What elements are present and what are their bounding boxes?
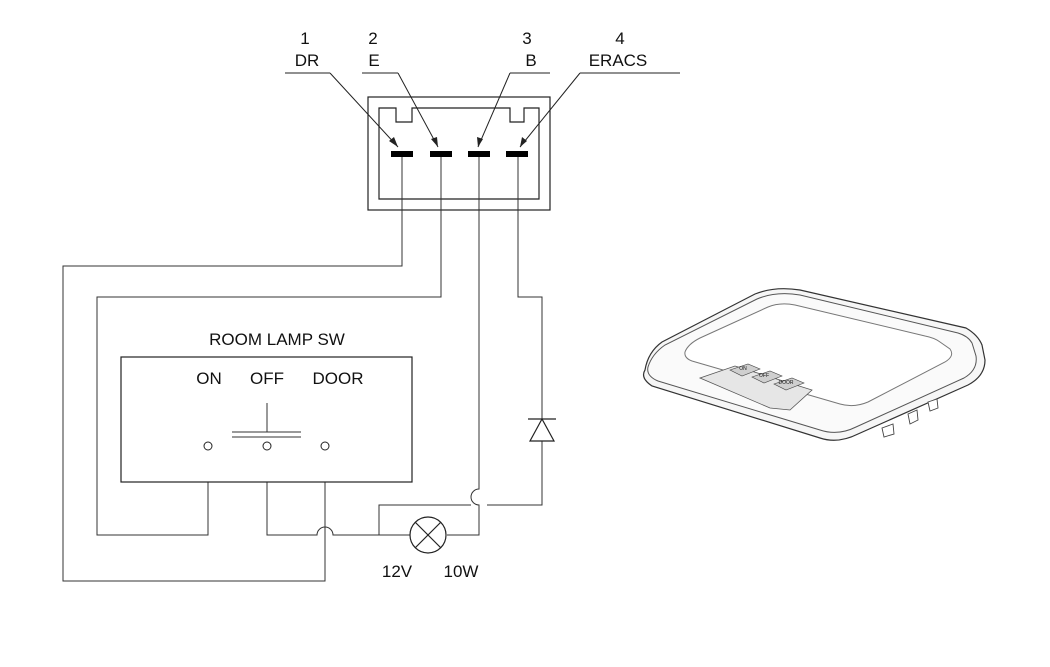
lamp-button-label-door: DOOR xyxy=(779,380,794,386)
connector-terminals xyxy=(391,151,528,157)
room-lamp-illustration: ON OFF DOOR xyxy=(642,288,986,441)
connector-housing xyxy=(367,96,551,211)
pin-1-label: DR xyxy=(295,51,320,70)
arrow-dr xyxy=(389,137,398,147)
lamp-button-on xyxy=(729,363,761,377)
lamp-wattage: 10W xyxy=(444,562,479,581)
switch-position-on: ON xyxy=(196,369,222,388)
leader-dr xyxy=(329,72,399,148)
wire-off xyxy=(266,450,410,536)
lamp-clip-2 xyxy=(907,409,919,425)
wire-dr xyxy=(62,157,403,582)
switch-position-off: OFF xyxy=(250,369,284,388)
wire-b xyxy=(447,157,480,536)
terminal-e xyxy=(430,151,452,157)
lamp-symbol xyxy=(409,516,447,554)
wire-diode-out xyxy=(487,441,543,506)
connector-outer xyxy=(367,96,551,211)
terminal-eracs xyxy=(506,151,528,157)
lamp-mounting-clips xyxy=(881,398,939,438)
pin-leader-lines xyxy=(285,72,680,148)
terminal-on xyxy=(203,441,213,451)
lamp-button-label-on: ON xyxy=(739,366,747,372)
arrow-eracs xyxy=(520,137,527,147)
pin-4-label: ERACS xyxy=(589,51,648,70)
diode xyxy=(528,417,556,442)
lamp-clip-1 xyxy=(881,423,895,438)
switch-title: ROOM LAMP SW xyxy=(209,330,345,349)
lamp-cross-b xyxy=(414,521,442,549)
switch-contact xyxy=(232,403,301,438)
leader-e xyxy=(397,72,439,148)
wire-eracs xyxy=(517,157,543,419)
leader-b xyxy=(477,72,511,148)
pin-1-number: 1 xyxy=(300,29,309,48)
lamp-switch-buttons xyxy=(729,363,805,391)
pin-4-number: 4 xyxy=(615,29,624,48)
connector-inner xyxy=(378,107,540,200)
pin-3-label: B xyxy=(525,51,536,70)
lamp-switch-recess xyxy=(698,365,813,411)
switch-position-door: DOOR xyxy=(313,369,364,388)
arrow-b xyxy=(477,137,483,147)
terminal-dr xyxy=(391,151,413,157)
lamp-voltage: 12V xyxy=(382,562,413,581)
diode-triangle xyxy=(528,417,556,442)
pin-2-number: 2 xyxy=(368,29,377,48)
wiring xyxy=(62,157,543,582)
switch-terminals xyxy=(203,441,330,451)
terminal-door xyxy=(320,441,330,451)
lamp-clip-3 xyxy=(927,398,939,412)
pin-2-label: E xyxy=(368,51,379,70)
lamp-button-off xyxy=(751,370,783,384)
lamp-lens xyxy=(684,303,953,407)
pin-labels: 1 DR 2 E 3 B 4 ERACS xyxy=(295,29,648,70)
wire-e xyxy=(96,157,442,536)
pin-3-number: 3 xyxy=(522,29,531,48)
terminal-b xyxy=(468,151,490,157)
terminal-off xyxy=(262,441,272,451)
lamp-button-door xyxy=(773,377,805,391)
lamp-button-label-off: OFF xyxy=(759,373,769,379)
arrow-e xyxy=(431,137,438,147)
arrow-heads xyxy=(389,137,527,147)
